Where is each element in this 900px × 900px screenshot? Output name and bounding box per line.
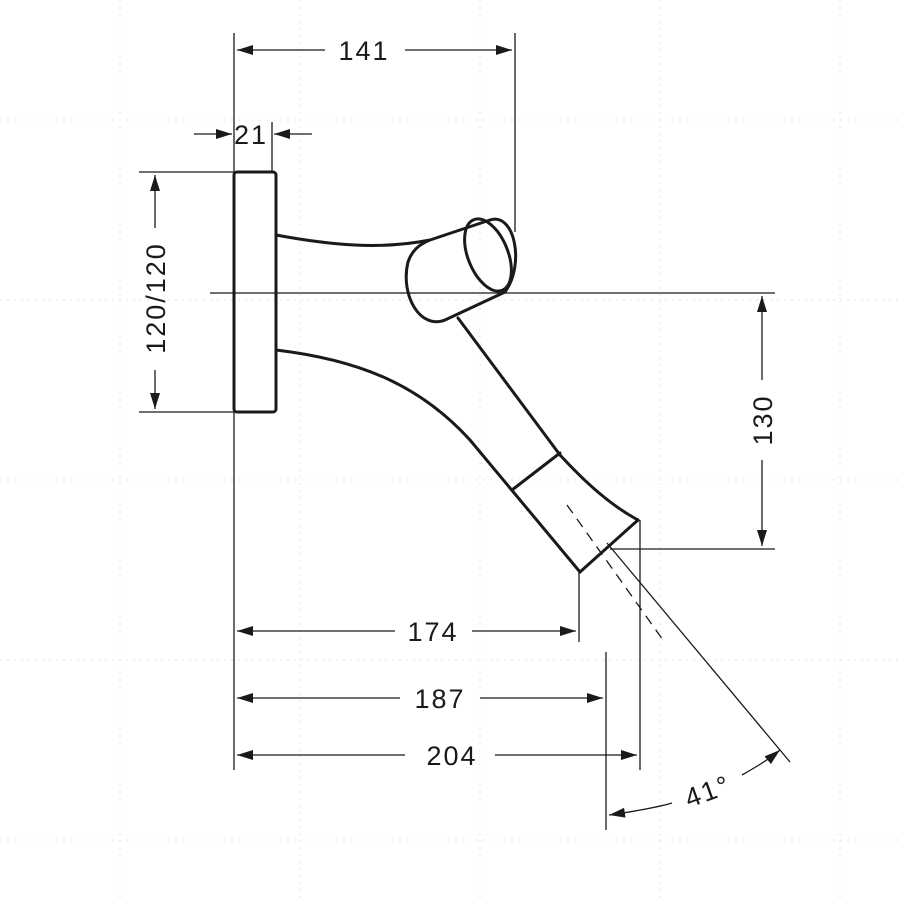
handle-outline: [404, 217, 518, 324]
extension-lines: [139, 33, 791, 830]
aerator-band-line: [510, 451, 562, 492]
spout-top-edge: [274, 233, 432, 247]
dim-label-174: 174: [407, 617, 458, 647]
outlet-edge: [578, 518, 640, 574]
dim-label-21: 21: [234, 120, 268, 150]
dim-label-41-deg: 41°: [681, 769, 735, 813]
faucet-body: [232, 170, 640, 574]
dimension-lines: [150, 45, 781, 818]
spout-bottom-edge: [274, 348, 582, 574]
dim-label-141: 141: [338, 36, 389, 66]
dim-label-204: 204: [426, 741, 477, 771]
wall-flange: [232, 170, 278, 414]
dimension-labels: 141 21 120/120 130 174 187 204 41°: [141, 36, 778, 814]
handle-face: [463, 217, 513, 293]
dim-label-187: 187: [414, 684, 465, 714]
spout-upper-edge: [456, 316, 640, 522]
dim-label-130: 130: [748, 394, 778, 445]
dim-label-120-120: 120/120: [141, 242, 171, 354]
